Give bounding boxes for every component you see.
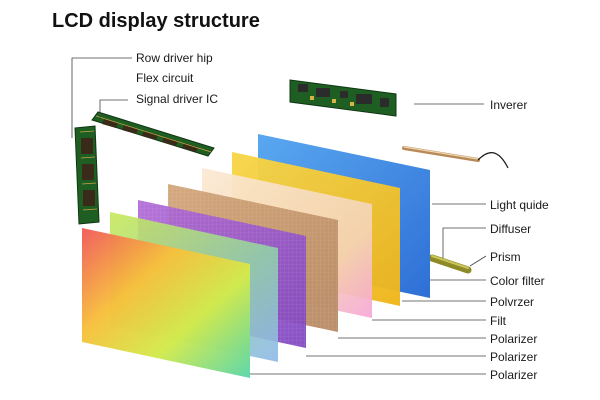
label-color-filter: Color filter — [490, 274, 545, 288]
label-signal-driver: Signal driver IC — [136, 92, 219, 106]
label-polarizer-1: Polvrzer — [490, 295, 535, 309]
leader-prism — [469, 255, 487, 267]
layer-front-panel — [82, 228, 250, 378]
row-driver-board — [74, 125, 100, 225]
inverter-board — [289, 79, 397, 117]
label-prism: Prism — [490, 250, 521, 264]
leader-lines — [71, 57, 487, 375]
signal-driver-board — [91, 111, 215, 157]
label-diffuser: Diffuser — [490, 222, 532, 236]
label-row-driver: Row driver hip — [136, 51, 213, 65]
label-light-guide: Light quide — [490, 198, 549, 212]
leader-signal-driver — [99, 99, 128, 118]
leader-diffuser — [442, 227, 486, 258]
light-guide-tube — [428, 254, 472, 274]
label-inverter: Inverer — [490, 98, 528, 112]
label-filt: Filt — [490, 314, 506, 328]
lamp-rod — [402, 146, 509, 169]
label-flex-circuit: Flex circuit — [136, 71, 194, 85]
label-polarizer-2: Polarizer — [490, 332, 538, 346]
leader-row-driver — [71, 57, 132, 138]
diagram-title: LCD display structure — [52, 10, 260, 32]
label-polarizer-3: Polarizer — [490, 350, 538, 364]
label-polarizer-4: Polarizer — [490, 368, 538, 382]
